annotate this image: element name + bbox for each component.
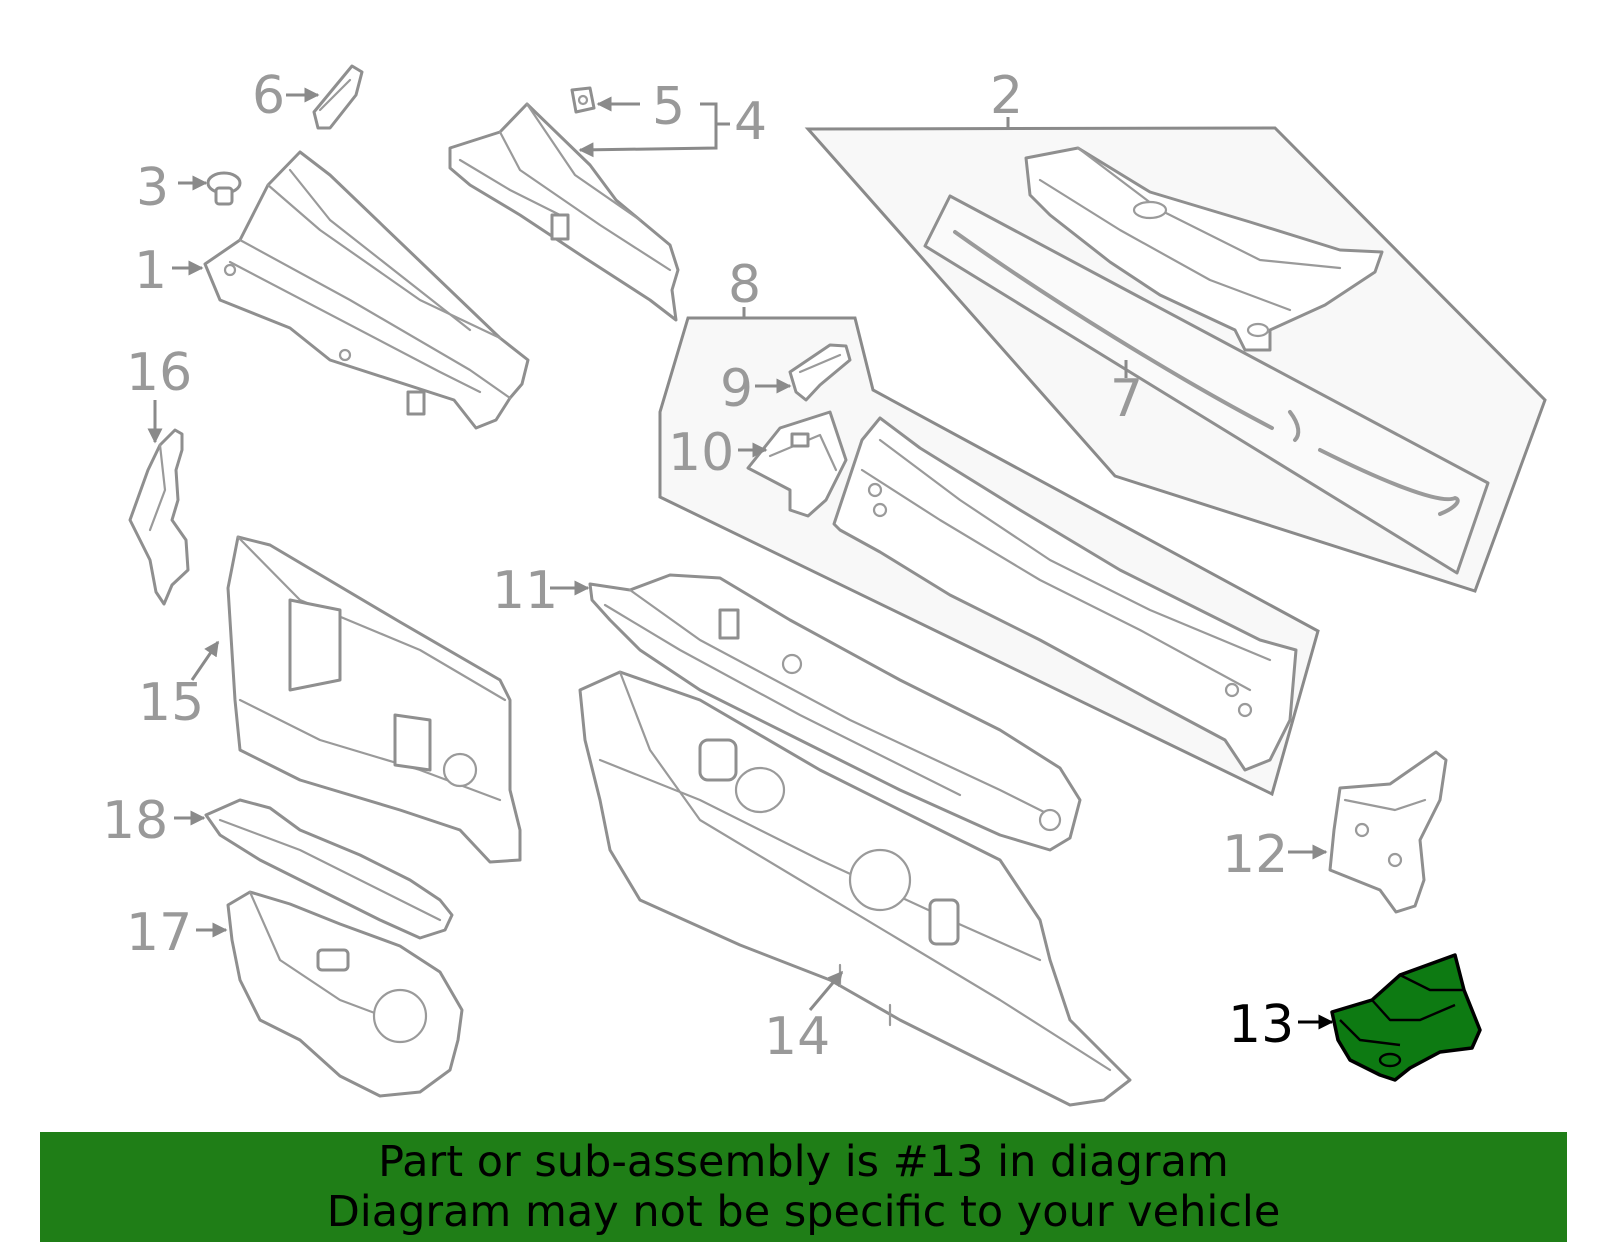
part-2-cowl-panel-assembly[interactable] (1024, 146, 1384, 352)
callout-5: 5 (652, 77, 685, 137)
banner-line-2: Diagram may not be specific to your vehi… (326, 1187, 1281, 1237)
group-outline-2 (804, 117, 1547, 593)
callout-11: 11 (492, 561, 558, 621)
part-5-nut[interactable] (570, 86, 596, 114)
callout-12: 12 (1222, 825, 1288, 885)
callout-6: 6 (252, 66, 285, 126)
callout-3: 3 (136, 158, 169, 218)
part-10-bracket[interactable] (746, 410, 848, 518)
callout-17: 17 (126, 903, 192, 963)
callout-8: 8 (728, 255, 761, 315)
part-7-seal-strip[interactable] (953, 230, 1460, 516)
callout-13: 13 (1228, 995, 1294, 1055)
callout-7: 7 (1110, 369, 1143, 429)
callout-1: 1 (134, 241, 167, 301)
callout-2: 2 (990, 66, 1023, 126)
part-4-cowl-panel[interactable] (448, 102, 680, 322)
part-11-cross-member[interactable] (588, 573, 1082, 852)
part-18-insulator-strip[interactable] (204, 798, 454, 940)
info-banner: Part or sub-assembly is #13 in diagram D… (40, 1132, 1567, 1242)
callout-labels: 1 2 3 4 5 6 7 8 9 10 11 12 13 14 15 16 1… (102, 66, 1294, 1067)
part-3-clip[interactable] (206, 171, 242, 206)
part-15-insulator[interactable] (226, 535, 522, 864)
part-14-dash-panel[interactable] (578, 670, 1132, 1107)
part-8-cowl-side-assembly[interactable] (832, 416, 1298, 772)
callout-14: 14 (764, 1007, 830, 1067)
callout-4: 4 (734, 92, 767, 152)
part-6-seal[interactable] (312, 64, 364, 130)
callout-16: 16 (126, 343, 192, 403)
callout-18: 18 (102, 791, 168, 851)
part-16-bracket[interactable] (128, 428, 190, 606)
banner-line-1: Part or sub-assembly is #13 in diagram (378, 1137, 1229, 1187)
callout-10: 10 (668, 423, 734, 483)
part-12-bracket[interactable] (1328, 750, 1448, 914)
part-17-insulator[interactable] (226, 890, 464, 1098)
leader-arrows (147, 87, 1334, 1030)
callout-9: 9 (720, 359, 753, 419)
callout-15: 15 (138, 673, 204, 733)
part-9-bracket[interactable] (788, 343, 852, 402)
part-1-cowl-top-panel[interactable] (203, 150, 530, 430)
part-13-highlighted[interactable] (1330, 953, 1482, 1082)
